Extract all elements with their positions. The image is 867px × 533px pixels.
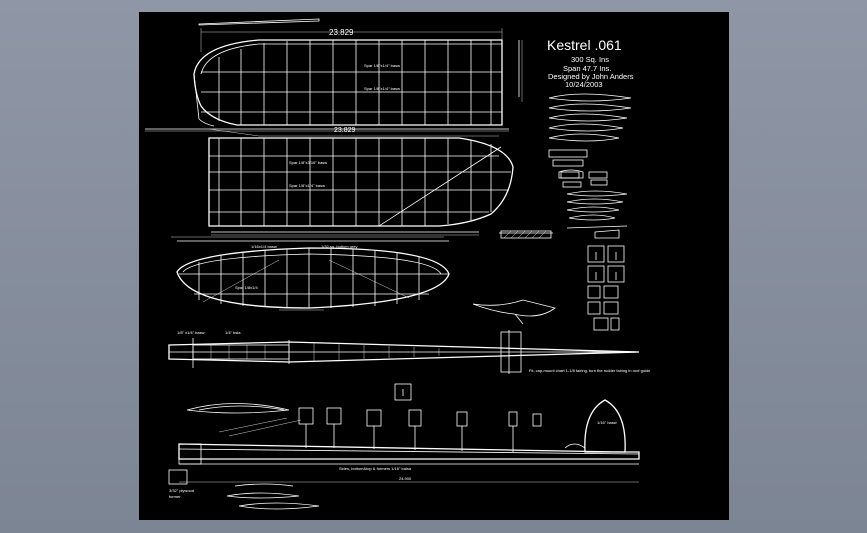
wing-label-2: Spar 1/8"x1/4" basw [364,86,400,91]
wing-top-view: 23.829 Spar 1/ [145,18,523,137]
wing-label-3: Spar 1/8"x3/16" basw [289,160,327,165]
model-drawing: Kestrel .061 300 Sq. Ins Span 47.7 Ins. … [145,18,651,510]
dim-top: 23.829 [329,28,354,37]
info-designer: Designed by John Anders [548,72,634,81]
wing-label-4: Spar 1/8"x1/4" basw [289,183,325,188]
wing-ribs-bottom [218,138,492,226]
fuse-note: Fit, cap-mount chart 1-1/8 fairing, turn… [529,368,651,373]
wing-label-1: Spar 1/8"x1/4" basw [364,63,400,68]
bottom-left-label: 3/32" plywood [169,488,194,493]
tail-label-3: Spar 1/8x1/4 [235,285,258,290]
fin-label: 1/16" basw [597,420,617,425]
fuse-bottom-label: Sides, bottom&top & formers 1/16" balsa [339,466,412,471]
drawing-title: Kestrel .061 [547,37,622,53]
wing-bottom-view: Spar 1/8"x3/16" basw Spar 1/8"x1/4" basw [208,137,514,236]
bottom-left-label-2: former [169,494,181,499]
cad-drawing-viewport[interactable]: Kestrel .061 300 Sq. Ins Span 47.7 Ins. … [139,12,729,520]
fuse-top-label: 1/8" x1/4" basw [177,330,205,335]
rib-templates [548,93,632,331]
info-span: Span 47.7 Ins. [563,64,611,73]
fuselage-top-view: 1/8" x1/4" basw 1/4" bsla Fit, cap-mount… [168,330,651,374]
info-area: 300 Sq. Ins [571,55,609,64]
fuse-top-label-2: 1/4" bsla [225,330,241,335]
tail-label-1: 1/16x1/4 basw [251,244,277,249]
stabilizer-view: 1/16x1/4 basw 1/32 sq. bottom grey Spar … [171,230,556,325]
stab-ribs [198,248,420,308]
tail-label-2: 1/32 sq. bottom grey [321,244,357,249]
info-date: 10/24/2003 [565,80,603,89]
wing-ribs-top [218,40,492,125]
dim-bottom: 24.900 [399,476,412,481]
dim-second: 23.829 [334,127,356,134]
fuselage-side-view: Sides, bottom&top & formers 1/16" balsa … [168,383,640,510]
